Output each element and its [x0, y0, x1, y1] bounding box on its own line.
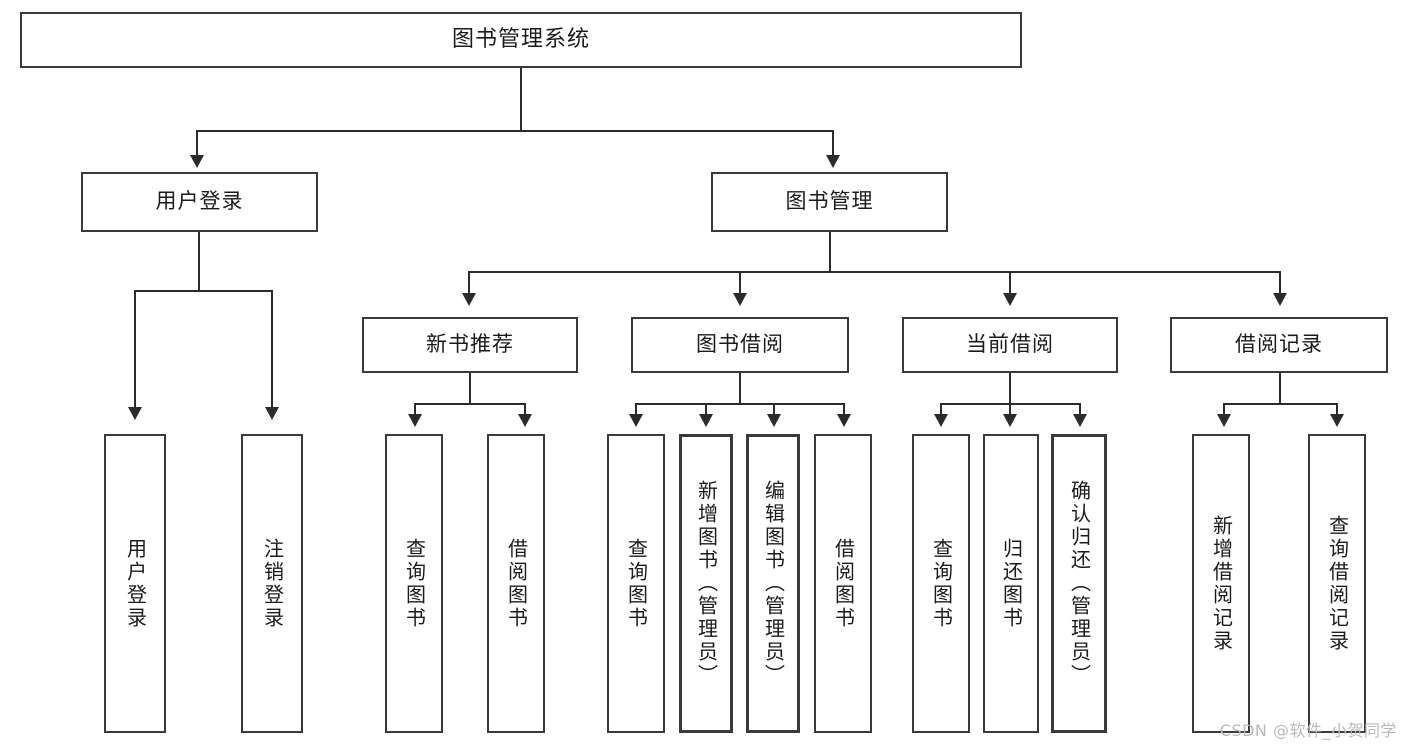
leaf-current-borrow-return-book[interactable]: 归还图书	[983, 434, 1039, 733]
leaf-new-book-query-book[interactable]: 查询图书	[385, 434, 443, 733]
node-user-login[interactable]: 用户登录	[81, 172, 318, 232]
leaf-book-borrow-add-book-admin[interactable]: 新增图书（管理员）	[679, 434, 733, 733]
leaf-borrow-record-add-record[interactable]: 新增借阅记录	[1192, 434, 1250, 733]
node-label: 查询图书	[624, 537, 649, 630]
arrow-bb-to-leaf-3	[767, 414, 781, 427]
connector-user-login-bus	[134, 290, 272, 292]
connector-bm-to-book-borrow	[739, 271, 741, 296]
connector-root-bus	[197, 130, 834, 132]
connector-bm-to-borrow-record	[1279, 271, 1281, 296]
connector-bb-to-leaf-4	[843, 403, 845, 416]
arrow-bm-to-new-book	[462, 293, 476, 306]
arrow-bm-to-borrow-record	[1273, 293, 1287, 306]
node-book-borrow[interactable]: 图书借阅	[631, 317, 849, 373]
connector-current-borrow-stem	[1009, 373, 1011, 404]
arrow-cb-to-leaf-1	[934, 414, 948, 427]
node-label: 查询图书	[929, 537, 954, 630]
connector-new-book-to-leaf-2	[524, 403, 526, 416]
connector-root-to-book-management	[832, 130, 834, 158]
connector-book-borrow-bus	[635, 403, 844, 405]
connector-user-login-stem	[198, 232, 200, 290]
leaf-current-borrow-confirm-return-admin[interactable]: 确认归还（管理员）	[1051, 434, 1107, 733]
arrow-new-book-to-leaf-1	[408, 414, 422, 427]
node-label: 新书推荐	[426, 332, 514, 357]
node-label: 借阅图书	[831, 537, 856, 630]
node-label: 借阅记录	[1235, 332, 1323, 357]
connector-new-book-bus	[414, 403, 525, 405]
node-label: 借阅图书	[504, 537, 529, 630]
connector-bb-to-leaf-1	[635, 403, 637, 416]
connector-user-login-to-leaf-1	[134, 290, 136, 410]
node-label: 图书管理系统	[451, 26, 590, 52]
connector-new-book-to-leaf-1	[414, 403, 416, 416]
node-label: 确认归还（管理员）	[1067, 480, 1092, 687]
leaf-current-borrow-query-book[interactable]: 查询图书	[912, 434, 970, 733]
arrow-new-book-to-leaf-2	[518, 414, 532, 427]
node-label: 用户登录	[155, 189, 244, 214]
connector-root-stem	[520, 68, 522, 130]
arrow-root-to-book-management	[826, 155, 840, 168]
arrow-root-to-user-login	[190, 155, 204, 168]
arrow-user-login-to-leaf-2	[265, 407, 279, 420]
connector-bb-to-leaf-3	[773, 403, 775, 416]
leaf-borrow-record-query-record[interactable]: 查询借阅记录	[1308, 434, 1366, 733]
leaf-book-borrow-edit-book-admin[interactable]: 编辑图书（管理员）	[746, 434, 800, 733]
connector-root-to-user-login	[196, 130, 198, 158]
arrow-bb-to-leaf-4	[837, 414, 851, 427]
connector-cb-to-leaf-1	[940, 403, 942, 416]
arrow-bb-to-leaf-1	[629, 414, 643, 427]
connector-book-borrow-stem	[739, 373, 741, 404]
connector-cb-to-leaf-2	[1009, 403, 1011, 416]
arrow-bm-to-current-borrow	[1003, 293, 1017, 306]
leaf-book-borrow-borrow-book[interactable]: 借阅图书	[814, 434, 872, 733]
arrow-cb-to-leaf-2	[1003, 414, 1017, 427]
leaf-new-book-borrow-book[interactable]: 借阅图书	[487, 434, 545, 733]
node-current-borrow[interactable]: 当前借阅	[902, 317, 1118, 373]
arrow-br-to-leaf-2	[1330, 414, 1344, 427]
node-label: 图书管理	[785, 189, 874, 214]
connector-bm-to-current-borrow	[1009, 271, 1011, 296]
connector-new-book-stem	[469, 373, 471, 404]
leaf-user-login-login[interactable]: 用户登录	[104, 434, 166, 733]
connector-bm-to-new-book	[468, 271, 470, 296]
node-borrow-record[interactable]: 借阅记录	[1170, 317, 1388, 373]
node-label: 用户登录	[123, 537, 148, 630]
connector-br-to-leaf-1	[1223, 403, 1225, 416]
arrow-user-login-to-leaf-1	[128, 407, 142, 420]
connector-user-login-to-leaf-2	[271, 290, 273, 410]
arrow-bm-to-book-borrow	[733, 293, 747, 306]
arrow-br-to-leaf-1	[1217, 414, 1231, 427]
connector-borrow-record-bus	[1223, 403, 1337, 405]
connector-book-management-bus	[468, 271, 1280, 273]
node-label: 查询图书	[402, 537, 427, 630]
connector-book-management-stem	[829, 232, 831, 272]
node-book-management[interactable]: 图书管理	[711, 172, 948, 232]
connector-bb-to-leaf-2	[705, 403, 707, 416]
node-label: 新增图书（管理员）	[694, 480, 719, 687]
leaf-user-login-logout[interactable]: 注销登录	[241, 434, 303, 733]
node-label: 归还图书	[999, 537, 1024, 630]
node-label: 注销登录	[260, 537, 285, 630]
node-label: 图书借阅	[696, 332, 784, 357]
node-label: 当前借阅	[966, 332, 1054, 357]
node-root-book-management-system[interactable]: 图书管理系统	[20, 12, 1022, 68]
node-label: 新增借阅记录	[1209, 514, 1234, 653]
arrow-bb-to-leaf-2	[699, 414, 713, 427]
connector-cb-to-leaf-3	[1079, 403, 1081, 416]
connector-borrow-record-stem	[1279, 373, 1281, 404]
node-label: 查询借阅记录	[1325, 514, 1350, 653]
leaf-book-borrow-query-book[interactable]: 查询图书	[607, 434, 665, 733]
node-label: 编辑图书（管理员）	[761, 480, 786, 687]
connector-br-to-leaf-2	[1336, 403, 1338, 416]
csdn-watermark: CSDN @软件_小贺同学	[1219, 721, 1397, 740]
arrow-cb-to-leaf-3	[1073, 414, 1087, 427]
node-new-book-recommend[interactable]: 新书推荐	[362, 317, 578, 373]
